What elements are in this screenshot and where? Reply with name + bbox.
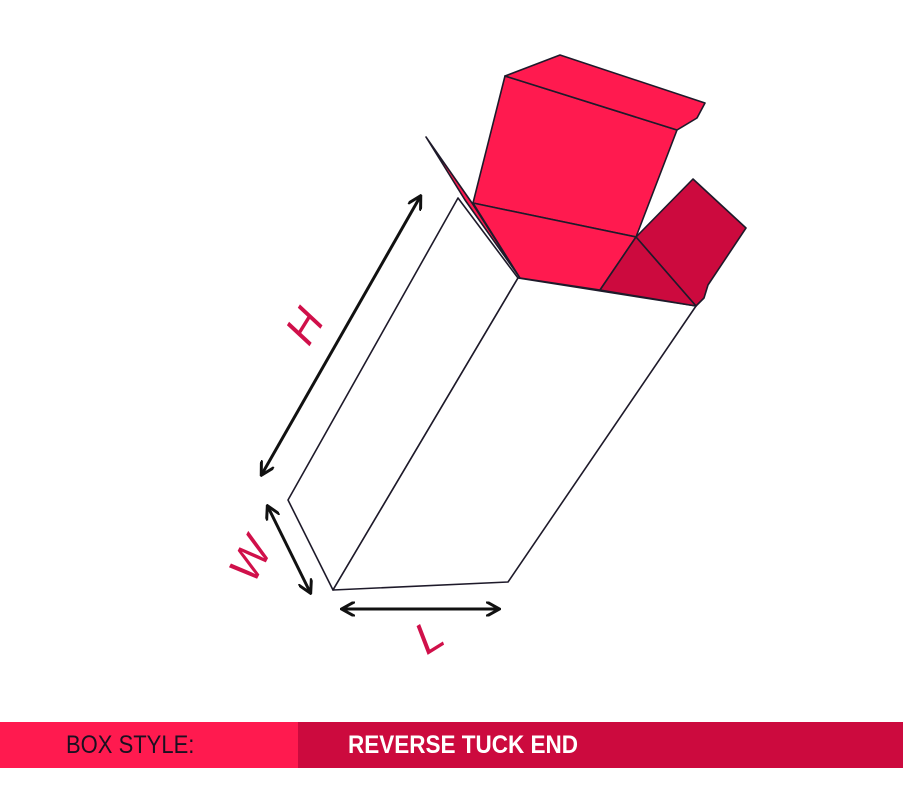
banner-value-section: REVERSE TUCK END bbox=[298, 722, 903, 768]
height-label: H bbox=[276, 300, 335, 353]
width-label: W bbox=[219, 527, 283, 590]
height-arrow bbox=[262, 197, 420, 474]
right-dust-flap-fold bbox=[599, 236, 697, 307]
banner-key-section: BOX STYLE: bbox=[0, 722, 298, 768]
box-style-value-label: REVERSE TUCK END bbox=[348, 730, 579, 759]
box-style-key-label: BOX STYLE: bbox=[66, 730, 195, 759]
box-style-banner: BOX STYLE: REVERSE TUCK END bbox=[0, 722, 903, 768]
length-label: L bbox=[406, 610, 453, 665]
width-arrow bbox=[268, 507, 310, 592]
top-tuck-lip bbox=[504, 54, 706, 131]
